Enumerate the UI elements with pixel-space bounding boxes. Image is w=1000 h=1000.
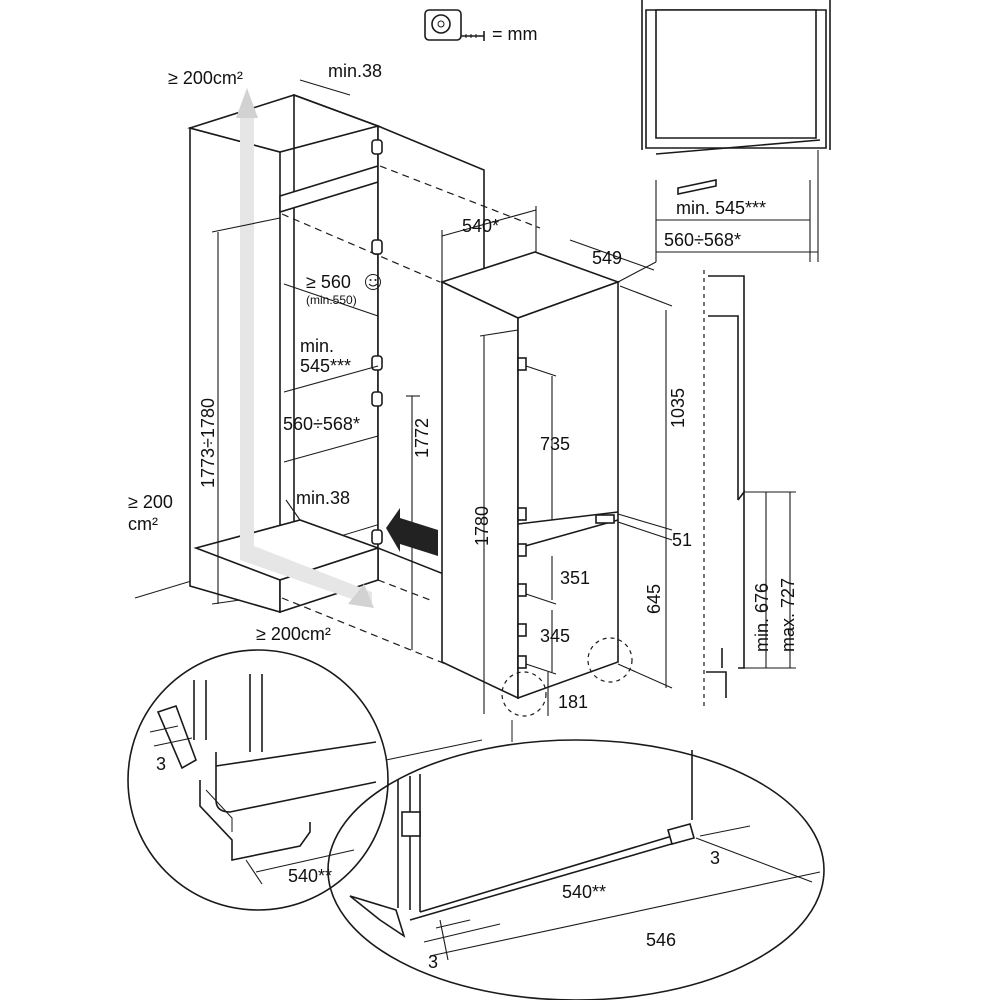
foot-detail-circle-left bbox=[501, 671, 547, 717]
zoom-left-gap-label: 3 bbox=[156, 754, 166, 774]
inner-range-label: 560÷568* bbox=[283, 414, 360, 434]
side-view-detail bbox=[703, 270, 796, 710]
unit-legend-text: = mm bbox=[492, 24, 538, 44]
zoom-detail-left bbox=[127, 649, 483, 911]
foot-detail-circle-right bbox=[587, 637, 633, 683]
unit-legend: = mm bbox=[424, 9, 538, 44]
door-max-label: max. 727 bbox=[778, 578, 798, 652]
base-label: 181 bbox=[558, 692, 588, 712]
vent-bottom-label: ≥ 200cm² bbox=[256, 624, 331, 644]
top-view-min-width-label: min. 545*** bbox=[676, 198, 766, 218]
vent-left-label-2: cm² bbox=[128, 514, 158, 534]
inner-min-label-2: 545*** bbox=[300, 356, 351, 376]
gap-label: 51 bbox=[672, 530, 692, 550]
insert-arrow-icon bbox=[386, 508, 438, 556]
fridge-appliance bbox=[439, 251, 633, 717]
upper-section-label: 1035 bbox=[668, 388, 688, 428]
cabinet-opening-height-label: 1772 bbox=[412, 418, 432, 458]
depth-min-label: ≥ 560 bbox=[306, 272, 351, 292]
inner-min-label-1: min. bbox=[300, 336, 334, 356]
tape-measure-icon bbox=[424, 9, 485, 41]
zoom-right-width-label: 540** bbox=[562, 882, 606, 902]
zoom-left-width-label: 540** bbox=[288, 866, 332, 886]
fridge-divider bbox=[517, 511, 619, 525]
top-view-range-label: 560÷568* bbox=[664, 230, 741, 250]
zoom-circle-left bbox=[127, 649, 389, 911]
zoom-circle-right bbox=[327, 739, 825, 1000]
vent-top-label: ≥ 200cm² bbox=[168, 68, 243, 88]
top-view-detail bbox=[641, 0, 831, 262]
side-gap-bottom-label: min.38 bbox=[296, 488, 350, 508]
appliance-height-label: 1780 bbox=[472, 506, 492, 546]
side-gap-top-label: min.38 bbox=[328, 61, 382, 81]
zoom-right-gap-bottom-label: 3 bbox=[428, 952, 438, 972]
cabinet-dimensions bbox=[211, 79, 420, 650]
zoom-right-gap-top-label: 3 bbox=[710, 848, 720, 868]
upper-hinge-label: 735 bbox=[540, 434, 570, 454]
fridge-front bbox=[517, 280, 619, 700]
appliance-width-label: 540* bbox=[462, 216, 499, 236]
lower-hinge-label-2: 345 bbox=[540, 626, 570, 646]
smile-icon bbox=[365, 274, 381, 290]
lower-section-label: 645 bbox=[644, 584, 664, 614]
vent-left-label-1: ≥ 200 bbox=[128, 492, 173, 512]
appliance-depth-label: 549 bbox=[592, 248, 622, 268]
lower-hinge-label-1: 351 bbox=[560, 568, 590, 588]
door-min-label: min. 676 bbox=[752, 583, 772, 652]
depth-min-alt-label: (min.550) bbox=[306, 293, 357, 307]
zoom-right-total-width-label: 546 bbox=[646, 930, 676, 950]
airflow-arrows bbox=[236, 88, 374, 608]
zoom-detail-right bbox=[327, 720, 825, 1000]
cabinet-height-range-label: 1773÷1780 bbox=[198, 398, 218, 488]
appliance-dimensions bbox=[441, 206, 673, 716]
fridge-side bbox=[441, 280, 519, 700]
